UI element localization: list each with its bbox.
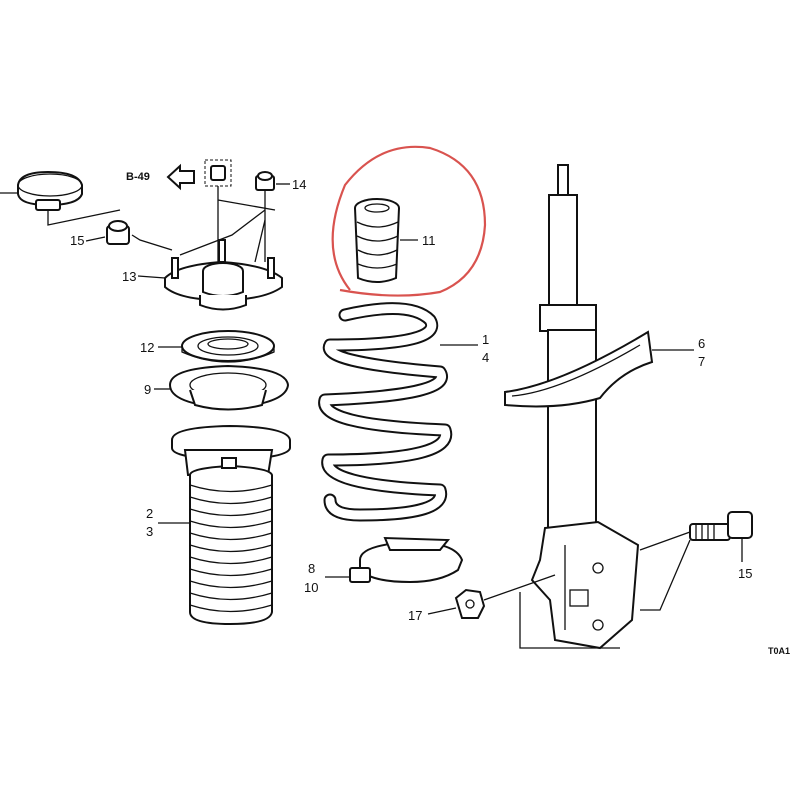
spring-seat-icon (168, 364, 290, 411)
callout-14: 14 (292, 177, 306, 192)
highlight-circle (331, 145, 487, 297)
callout-2: 2 (146, 506, 153, 521)
callout-6: 6 (698, 336, 705, 351)
nut-icon (255, 171, 275, 191)
bump-stop-icon (354, 198, 400, 283)
coil-spring-icon (318, 302, 453, 522)
spring-seat-icon (349, 536, 464, 584)
callout-15-right: 15 (738, 566, 752, 581)
callout-8: 8 (308, 561, 315, 576)
callout-4: 4 (482, 350, 489, 365)
callout-1: 1 (482, 332, 489, 347)
nut-icon (454, 588, 486, 619)
callout-13: 13 (122, 269, 136, 284)
strut-icon (504, 164, 654, 650)
callout-12: 12 (140, 340, 154, 355)
bearing-icon (181, 330, 275, 363)
nut-icon (106, 220, 130, 245)
dust-boot-icon (171, 424, 291, 626)
callout-10: 10 (304, 580, 318, 595)
callout-17: 17 (408, 608, 422, 623)
reference-label: B-49 (126, 171, 150, 183)
bolt-icon (689, 511, 753, 541)
arrow-left-icon (166, 163, 195, 191)
upper-mount-icon (164, 239, 283, 311)
dust-cap-icon (17, 170, 83, 211)
corner-code: T0A1 (768, 646, 790, 656)
callout-11: 11 (422, 233, 436, 248)
callout-7: 7 (698, 354, 705, 369)
callout-3: 3 (146, 524, 153, 539)
callout-9: 9 (144, 382, 151, 397)
callout-15-left: 15 (70, 233, 84, 248)
